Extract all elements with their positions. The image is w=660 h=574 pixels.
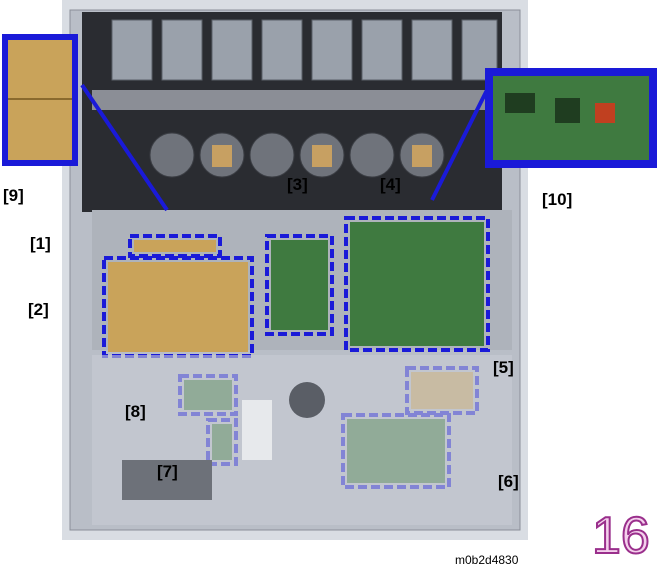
- callout-1: [1]: [30, 234, 51, 253]
- inset-board-9: [2, 34, 78, 166]
- callout-5: [5]: [493, 358, 514, 377]
- callout-9: [9]: [3, 186, 24, 205]
- inset-board-10: [485, 68, 657, 168]
- page-number: 16: [592, 507, 650, 563]
- callout-8: [8]: [125, 402, 146, 421]
- callout-10: [10]: [542, 190, 573, 209]
- document-code: m0b2d4830: [455, 553, 519, 567]
- callout-2: [2]: [28, 300, 49, 319]
- callout-6: [6]: [498, 472, 519, 491]
- callout-3: [3]: [287, 175, 308, 194]
- callout-7: [7]: [157, 462, 178, 481]
- machine-interior-photo: [62, 0, 528, 540]
- page-number-badge: 16: [591, 506, 651, 563]
- callout-4: [4]: [380, 175, 401, 194]
